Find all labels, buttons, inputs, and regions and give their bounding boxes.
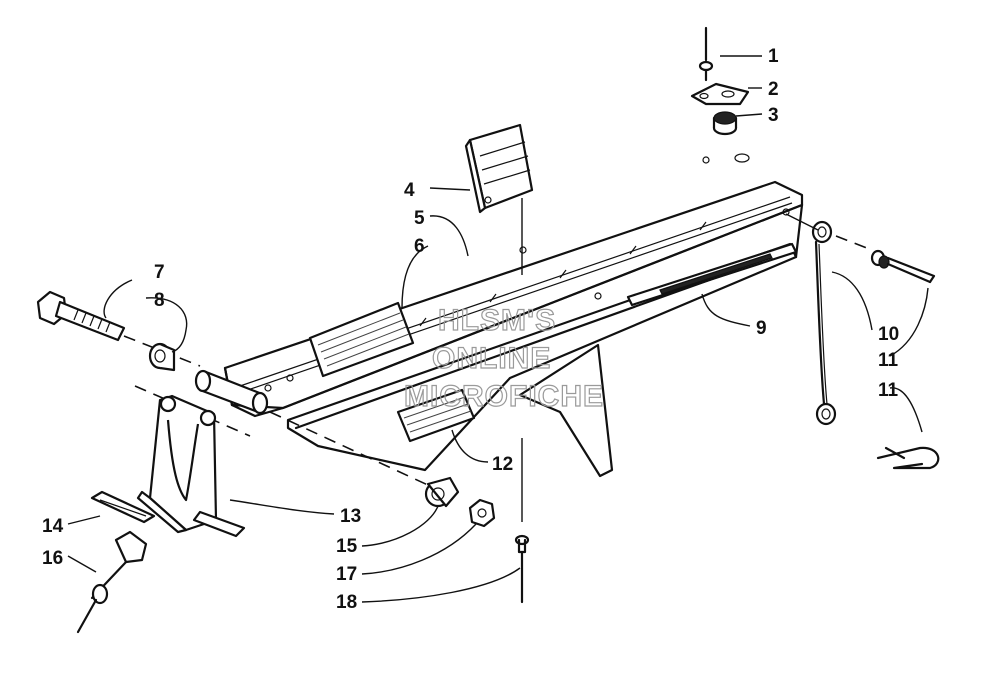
pin-14	[514, 438, 530, 604]
lanyard-attach	[785, 213, 819, 231]
callout-8: 11	[878, 380, 899, 401]
pin-7	[870, 249, 936, 284]
callout-3: 2	[768, 79, 779, 100]
warning-decal-lower	[396, 388, 476, 443]
plate-15	[90, 490, 156, 524]
mounting-plate-3	[690, 82, 750, 106]
callout-2: 3	[768, 105, 779, 126]
callout-15: 14	[42, 516, 64, 537]
callout-1: 5	[414, 208, 425, 229]
callout-5: 6	[414, 236, 425, 257]
bushing-11-right	[424, 476, 460, 508]
decal-strip	[626, 242, 798, 307]
watermark-line-3: MICROFICHE	[404, 380, 604, 413]
watermark-line-2: ONLINE	[432, 342, 551, 375]
bolt-16	[36, 290, 126, 342]
callout-18: 9	[756, 318, 767, 339]
nut-12	[468, 498, 496, 528]
hinge-tube	[194, 369, 269, 415]
clip-13	[464, 123, 534, 214]
bushing-11-left	[148, 342, 176, 372]
callout-17: 12	[492, 454, 513, 475]
plate-hole	[734, 153, 750, 163]
callout-12: 17	[336, 564, 357, 585]
axis-line-right	[269, 411, 431, 487]
callout-13: 4	[404, 180, 415, 201]
callout-9: 13	[340, 506, 361, 527]
callout-14: 18	[336, 592, 357, 613]
callout-16: 7	[154, 262, 165, 283]
grommet-2	[712, 111, 738, 136]
axis-line-pin	[835, 235, 873, 251]
callout-4: 1	[768, 46, 779, 67]
hairpin-clip-8	[876, 446, 940, 470]
leaders	[67, 55, 929, 603]
watermark-line-1: HLSM'S	[438, 304, 556, 337]
watermark: HLSM'S ONLINE MICROFICHE	[403, 303, 604, 413]
knob-10	[76, 530, 148, 634]
callout-11-upper: 8	[154, 290, 165, 311]
rivet-4	[698, 26, 714, 82]
callout-10: 16	[42, 548, 63, 569]
warning-decal-top	[308, 301, 415, 378]
callout-labels: 1 2 3 4 5 6 7 8 9 10 11 11 12 13 14 15 1…	[42, 46, 899, 613]
bracket-9	[136, 394, 246, 538]
callout-6: 10	[878, 324, 899, 345]
callout-7: 11	[878, 350, 899, 371]
callout-11-lower: 15	[336, 536, 358, 557]
lanyard-6	[811, 220, 837, 426]
